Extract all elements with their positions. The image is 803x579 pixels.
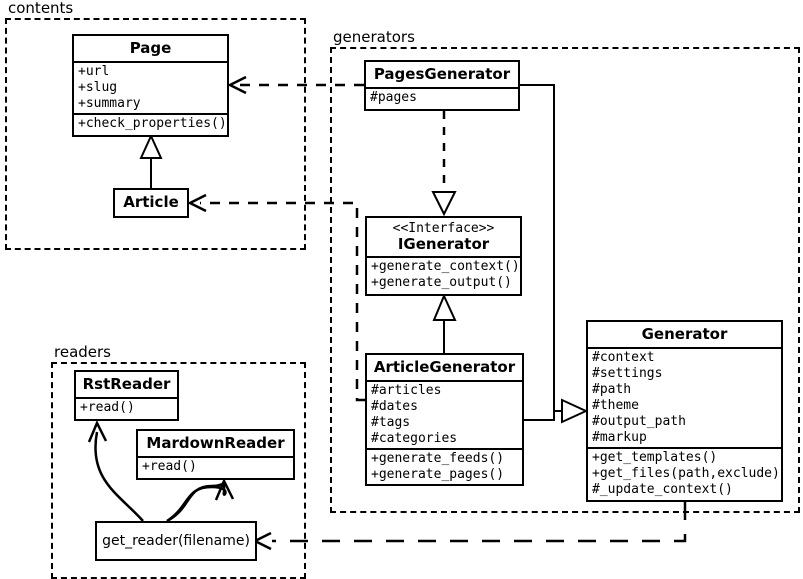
class-name-articlegenerator: ArticleGenerator — [373, 358, 516, 376]
function-box-get-reader[interactable]: get_reader(filename) — [95, 521, 257, 561]
operation-articlegenerator-generate-pages: +generate_pages() — [371, 467, 505, 482]
attribute-generator-settings: #settings — [592, 366, 663, 381]
attribute-generator-path: #path — [592, 382, 632, 397]
package-generators-label: generators — [331, 30, 418, 45]
operations-compartment-generator: +get_templates() +get_files(path,exclude… — [588, 447, 781, 499]
class-box-rstreader[interactable]: RstReader +read() — [74, 370, 179, 421]
attributes-compartment-page: +url +slug +summary — [74, 61, 227, 113]
package-contents-label: contents — [6, 1, 77, 16]
attribute-articlegenerator-categories: #categories — [371, 431, 458, 446]
attribute-articlegenerator-dates: #dates — [371, 399, 418, 414]
operation-mardownreader-read: +read() — [142, 459, 197, 474]
operations-compartment-rstreader: +read() — [76, 397, 177, 417]
attribute-articlegenerator-tags: #tags — [371, 415, 411, 430]
attribute-generator-markup: #markup — [592, 430, 647, 445]
package-readers-label: readers — [52, 345, 114, 360]
attribute-generator-theme: #theme — [592, 398, 639, 413]
class-stereotype-igenerator: <<Interface>> — [392, 221, 495, 236]
attribute-articlegenerator-articles: #articles — [371, 383, 442, 398]
class-box-page[interactable]: Page +url +slug +summary +check_properti… — [72, 34, 229, 137]
function-label-get-reader: get_reader(filename) — [102, 533, 250, 549]
class-name-rstreader: RstReader — [82, 375, 171, 393]
operations-compartment-mardownreader: +read() — [138, 456, 293, 476]
class-name-pagesgenerator: PagesGenerator — [373, 65, 511, 83]
operation-generator-get-templates: +get_templates() — [592, 450, 718, 465]
class-box-article[interactable]: Article — [113, 188, 189, 218]
attribute-page-slug: +slug — [78, 80, 118, 95]
class-box-igenerator[interactable]: <<Interface>> IGenerator +generate_conte… — [365, 216, 522, 296]
class-name-article: Article — [123, 193, 179, 211]
class-name-mardownreader: MardownReader — [146, 434, 285, 452]
operations-compartment-page: +check_properties() — [74, 113, 227, 133]
class-name-igenerator: IGenerator — [397, 235, 490, 253]
package-readers[interactable] — [51, 362, 306, 579]
class-box-mardownreader[interactable]: MardownReader +read() — [136, 429, 295, 480]
attributes-compartment-pagesgenerator: #pages — [366, 87, 518, 107]
attribute-generator-context: #context — [592, 350, 655, 365]
attributes-compartment-generator: #context #settings #path #theme #output_… — [588, 347, 781, 447]
package-contents[interactable] — [5, 18, 306, 250]
operations-compartment-articlegenerator: +generate_feeds() +generate_pages() — [367, 448, 522, 484]
attribute-generator-output-path: #output_path — [592, 414, 686, 429]
operation-igenerator-generate-context: +generate_context() — [371, 259, 520, 274]
operation-articlegenerator-generate-feeds: +generate_feeds() — [371, 451, 505, 466]
operation-rstreader-read: +read() — [80, 400, 135, 415]
operation-generator-update-context: #_update_context() — [592, 482, 733, 497]
operation-page-check-properties: +check_properties() — [78, 116, 227, 131]
class-box-generator[interactable]: Generator #context #settings #path #them… — [586, 320, 783, 502]
attributes-compartment-articlegenerator: #articles #dates #tags #categories — [367, 380, 522, 448]
operation-igenerator-generate-output: +generate_output() — [371, 275, 512, 290]
class-name-page: Page — [129, 39, 172, 57]
attribute-page-url: +url — [78, 64, 110, 79]
attribute-page-summary: +summary — [78, 96, 141, 111]
operations-compartment-igenerator: +generate_context() +generate_output() — [367, 256, 520, 292]
attribute-pagesgenerator-pages: #pages — [370, 90, 417, 105]
class-box-articlegenerator[interactable]: ArticleGenerator #articles #dates #tags … — [365, 353, 524, 486]
class-box-pagesgenerator[interactable]: PagesGenerator #pages — [364, 60, 520, 111]
class-name-generator: Generator — [641, 325, 728, 343]
operation-generator-get-files: +get_files(path,exclude) — [592, 466, 780, 481]
